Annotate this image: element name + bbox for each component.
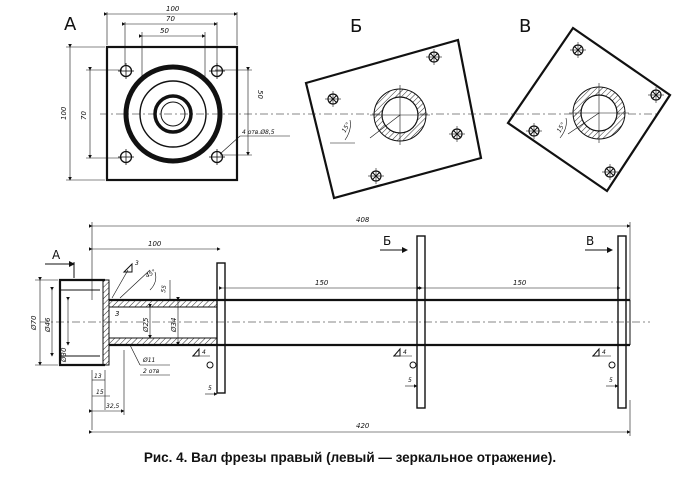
svg-text:4: 4	[403, 349, 407, 356]
svg-text:4: 4	[202, 349, 206, 356]
angle-v: 15°	[556, 121, 567, 134]
disc-3	[617, 235, 627, 409]
dim-5-a: 5	[208, 385, 212, 392]
angle-b: 15°	[341, 121, 352, 134]
view-a-arrow-label: А	[52, 248, 61, 262]
dim-15: 15	[96, 389, 104, 396]
bolt-hole-icon	[117, 148, 135, 166]
dia-34: Ø34	[170, 318, 178, 333]
dim-a-right-50: 50	[256, 90, 264, 99]
dim-13: 13	[94, 373, 102, 380]
dim-a-top-50: 50	[160, 27, 169, 35]
disc-1	[216, 262, 226, 394]
flange-plate-v	[506, 26, 672, 193]
view-a-label: А	[64, 14, 77, 35]
dim-420: 420	[356, 422, 370, 430]
angle-45: 45°	[145, 268, 158, 279]
bolt-hole-icon	[448, 125, 466, 143]
dim-5-c: 5	[609, 377, 613, 384]
bolt-hole-icon	[367, 167, 385, 185]
dim-a-left-100: 100	[60, 106, 68, 120]
weld-symbol-2: 4	[392, 347, 417, 369]
dim-a-top-70: 70	[166, 15, 175, 23]
dim-100: 100	[148, 240, 162, 248]
weld-symbol-3: 4	[591, 347, 616, 369]
weld-symbol-1: 4	[191, 347, 214, 369]
dim-55: 55	[160, 284, 168, 293]
dim-32-5: 32,5	[106, 403, 120, 410]
view-a: А 100 70 50 100 70 50	[60, 5, 660, 182]
bolt-hole-icon	[324, 90, 342, 108]
view-b-label: Б	[350, 16, 362, 37]
shaft-view: А Б В 408 100 150 150	[30, 216, 650, 436]
bolt-hole-icon	[208, 62, 226, 80]
view-v: В 15°	[506, 16, 672, 193]
view-v-label: В	[519, 16, 531, 37]
dim-150-2: 150	[513, 279, 527, 287]
dia-30: Ø30	[60, 347, 68, 363]
dim-408: 408	[356, 216, 370, 224]
figure-caption: Рис. 4. Вал фрезы правый (левый — зеркал…	[143, 450, 557, 465]
dia-46: Ø46	[44, 317, 52, 333]
bolt-hole-icon	[569, 41, 587, 59]
bolt-hole-icon	[117, 62, 135, 80]
svg-text:4: 4	[602, 349, 606, 356]
bolt-hole-icon	[425, 48, 443, 66]
flange-cup	[58, 278, 105, 367]
holes-note: 4 отв.Ø8,5	[242, 129, 275, 136]
dim-3: 3	[115, 310, 119, 318]
weld-3: 3	[135, 260, 139, 267]
dim-a-left-70: 70	[80, 111, 88, 120]
holes-2: 2 отв	[143, 368, 160, 375]
dia-11: Ø11	[142, 357, 155, 364]
view-b: Б 15°	[304, 16, 483, 200]
dia-25: Ø25	[142, 317, 150, 333]
disc-2	[416, 235, 426, 409]
dim-150-1: 150	[315, 279, 329, 287]
flange-plate	[105, 45, 239, 182]
view-b-arrow-label: Б	[383, 234, 391, 248]
dia-70: Ø70	[30, 315, 38, 331]
dim-a-top-100: 100	[166, 5, 180, 13]
flange-plate-b	[304, 38, 483, 200]
view-v-arrow-label: В	[586, 234, 594, 248]
dim-5-b: 5	[408, 377, 412, 384]
